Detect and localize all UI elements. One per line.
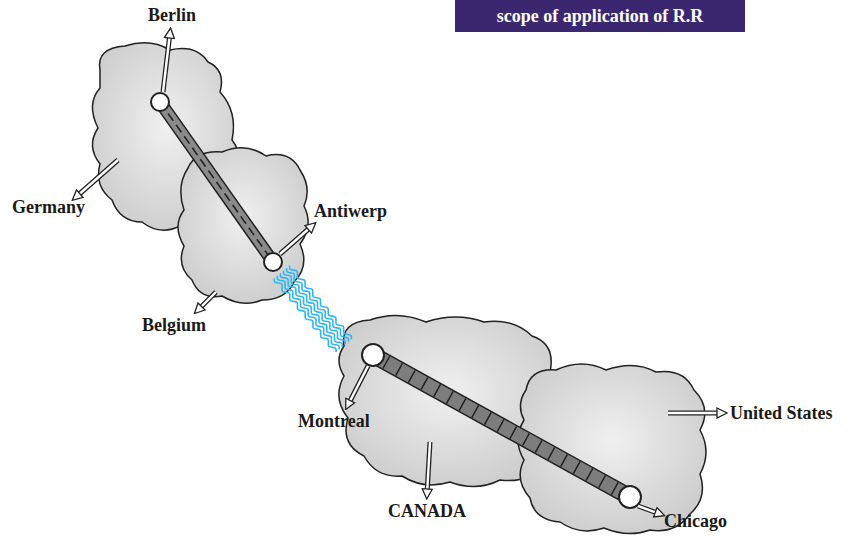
place-label: Antiwerp	[314, 200, 387, 222]
rail-line	[373, 355, 630, 497]
rail-line	[160, 102, 273, 262]
sea-waves	[273, 264, 353, 353]
wave-line	[276, 275, 341, 351]
city-point	[264, 253, 282, 271]
title-band: scope of application of R.R	[455, 0, 745, 32]
city-point	[362, 344, 384, 366]
place-label: Belgium	[142, 314, 206, 336]
rail-center-line	[160, 102, 273, 262]
wave-line	[273, 277, 338, 353]
place-label: Germany	[12, 196, 85, 218]
place-label: Montreal	[298, 410, 370, 432]
place-label: Chicago	[664, 510, 727, 532]
wave-line	[285, 267, 350, 343]
wave-line	[282, 269, 347, 345]
leader-arrows	[76, 33, 722, 514]
rail-ties	[373, 355, 630, 497]
wave-line	[279, 272, 344, 348]
place-label: United States	[730, 402, 833, 424]
city-point	[619, 486, 641, 508]
place-label: CANADA	[388, 500, 466, 522]
place-label: Berlin	[148, 4, 196, 26]
rail-line	[373, 355, 630, 497]
rail-line	[160, 102, 273, 262]
city-point	[151, 93, 169, 111]
